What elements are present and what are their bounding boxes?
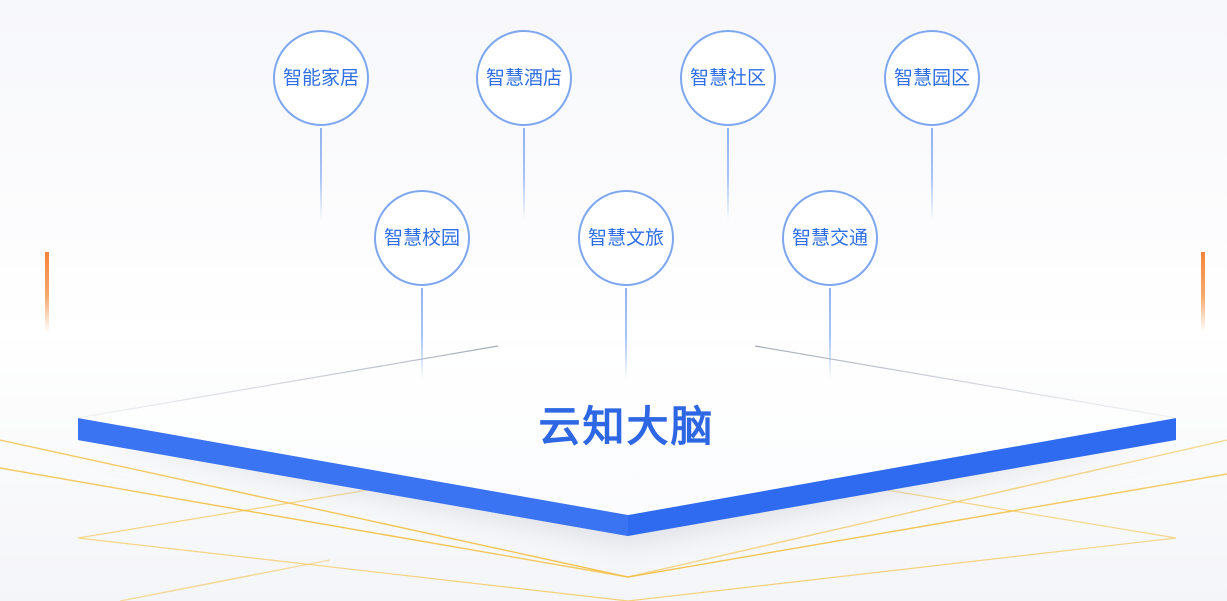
gold-left-line	[0, 467, 629, 578]
right-orange-accent	[1201, 252, 1205, 332]
left-orange-accent	[45, 252, 49, 332]
platform-top-face	[78, 346, 1176, 515]
node-smart-hotel: 智慧酒店	[476, 30, 572, 126]
platform-back-edge-left	[77, 345, 499, 419]
platform-back-edge-right	[754, 345, 1177, 419]
connector-smart-traffic	[829, 288, 831, 380]
connector-smart-campus	[421, 288, 423, 380]
node-label: 智慧文旅	[587, 226, 664, 249]
node-label: 智慧园区	[893, 66, 970, 89]
connector-smart-home	[320, 128, 322, 220]
gold-bottom-left	[119, 559, 331, 601]
platform-edge-highlight	[78, 418, 628, 536]
connector-smart-park	[931, 128, 933, 220]
node-label: 智慧社区	[689, 66, 766, 89]
node-smart-tourism: 智慧文旅	[578, 190, 674, 286]
node-label: 智慧交通	[791, 226, 868, 249]
node-label: 智慧酒店	[485, 66, 562, 89]
node-label: 智慧校园	[383, 226, 460, 249]
node-smart-park: 智慧园区	[884, 30, 980, 126]
connector-smart-hotel	[523, 128, 525, 220]
node-smart-traffic: 智慧交通	[782, 190, 878, 286]
node-smart-home: 智能家居	[273, 30, 369, 126]
node-smart-campus: 智慧校园	[374, 190, 470, 286]
node-smart-community: 智慧社区	[680, 30, 776, 126]
connector-smart-community	[727, 128, 729, 220]
connector-smart-tourism	[625, 288, 627, 380]
gold-right-line	[627, 439, 1227, 578]
node-label: 智能家居	[282, 66, 359, 89]
platform-title: 云知大脑	[538, 402, 715, 451]
